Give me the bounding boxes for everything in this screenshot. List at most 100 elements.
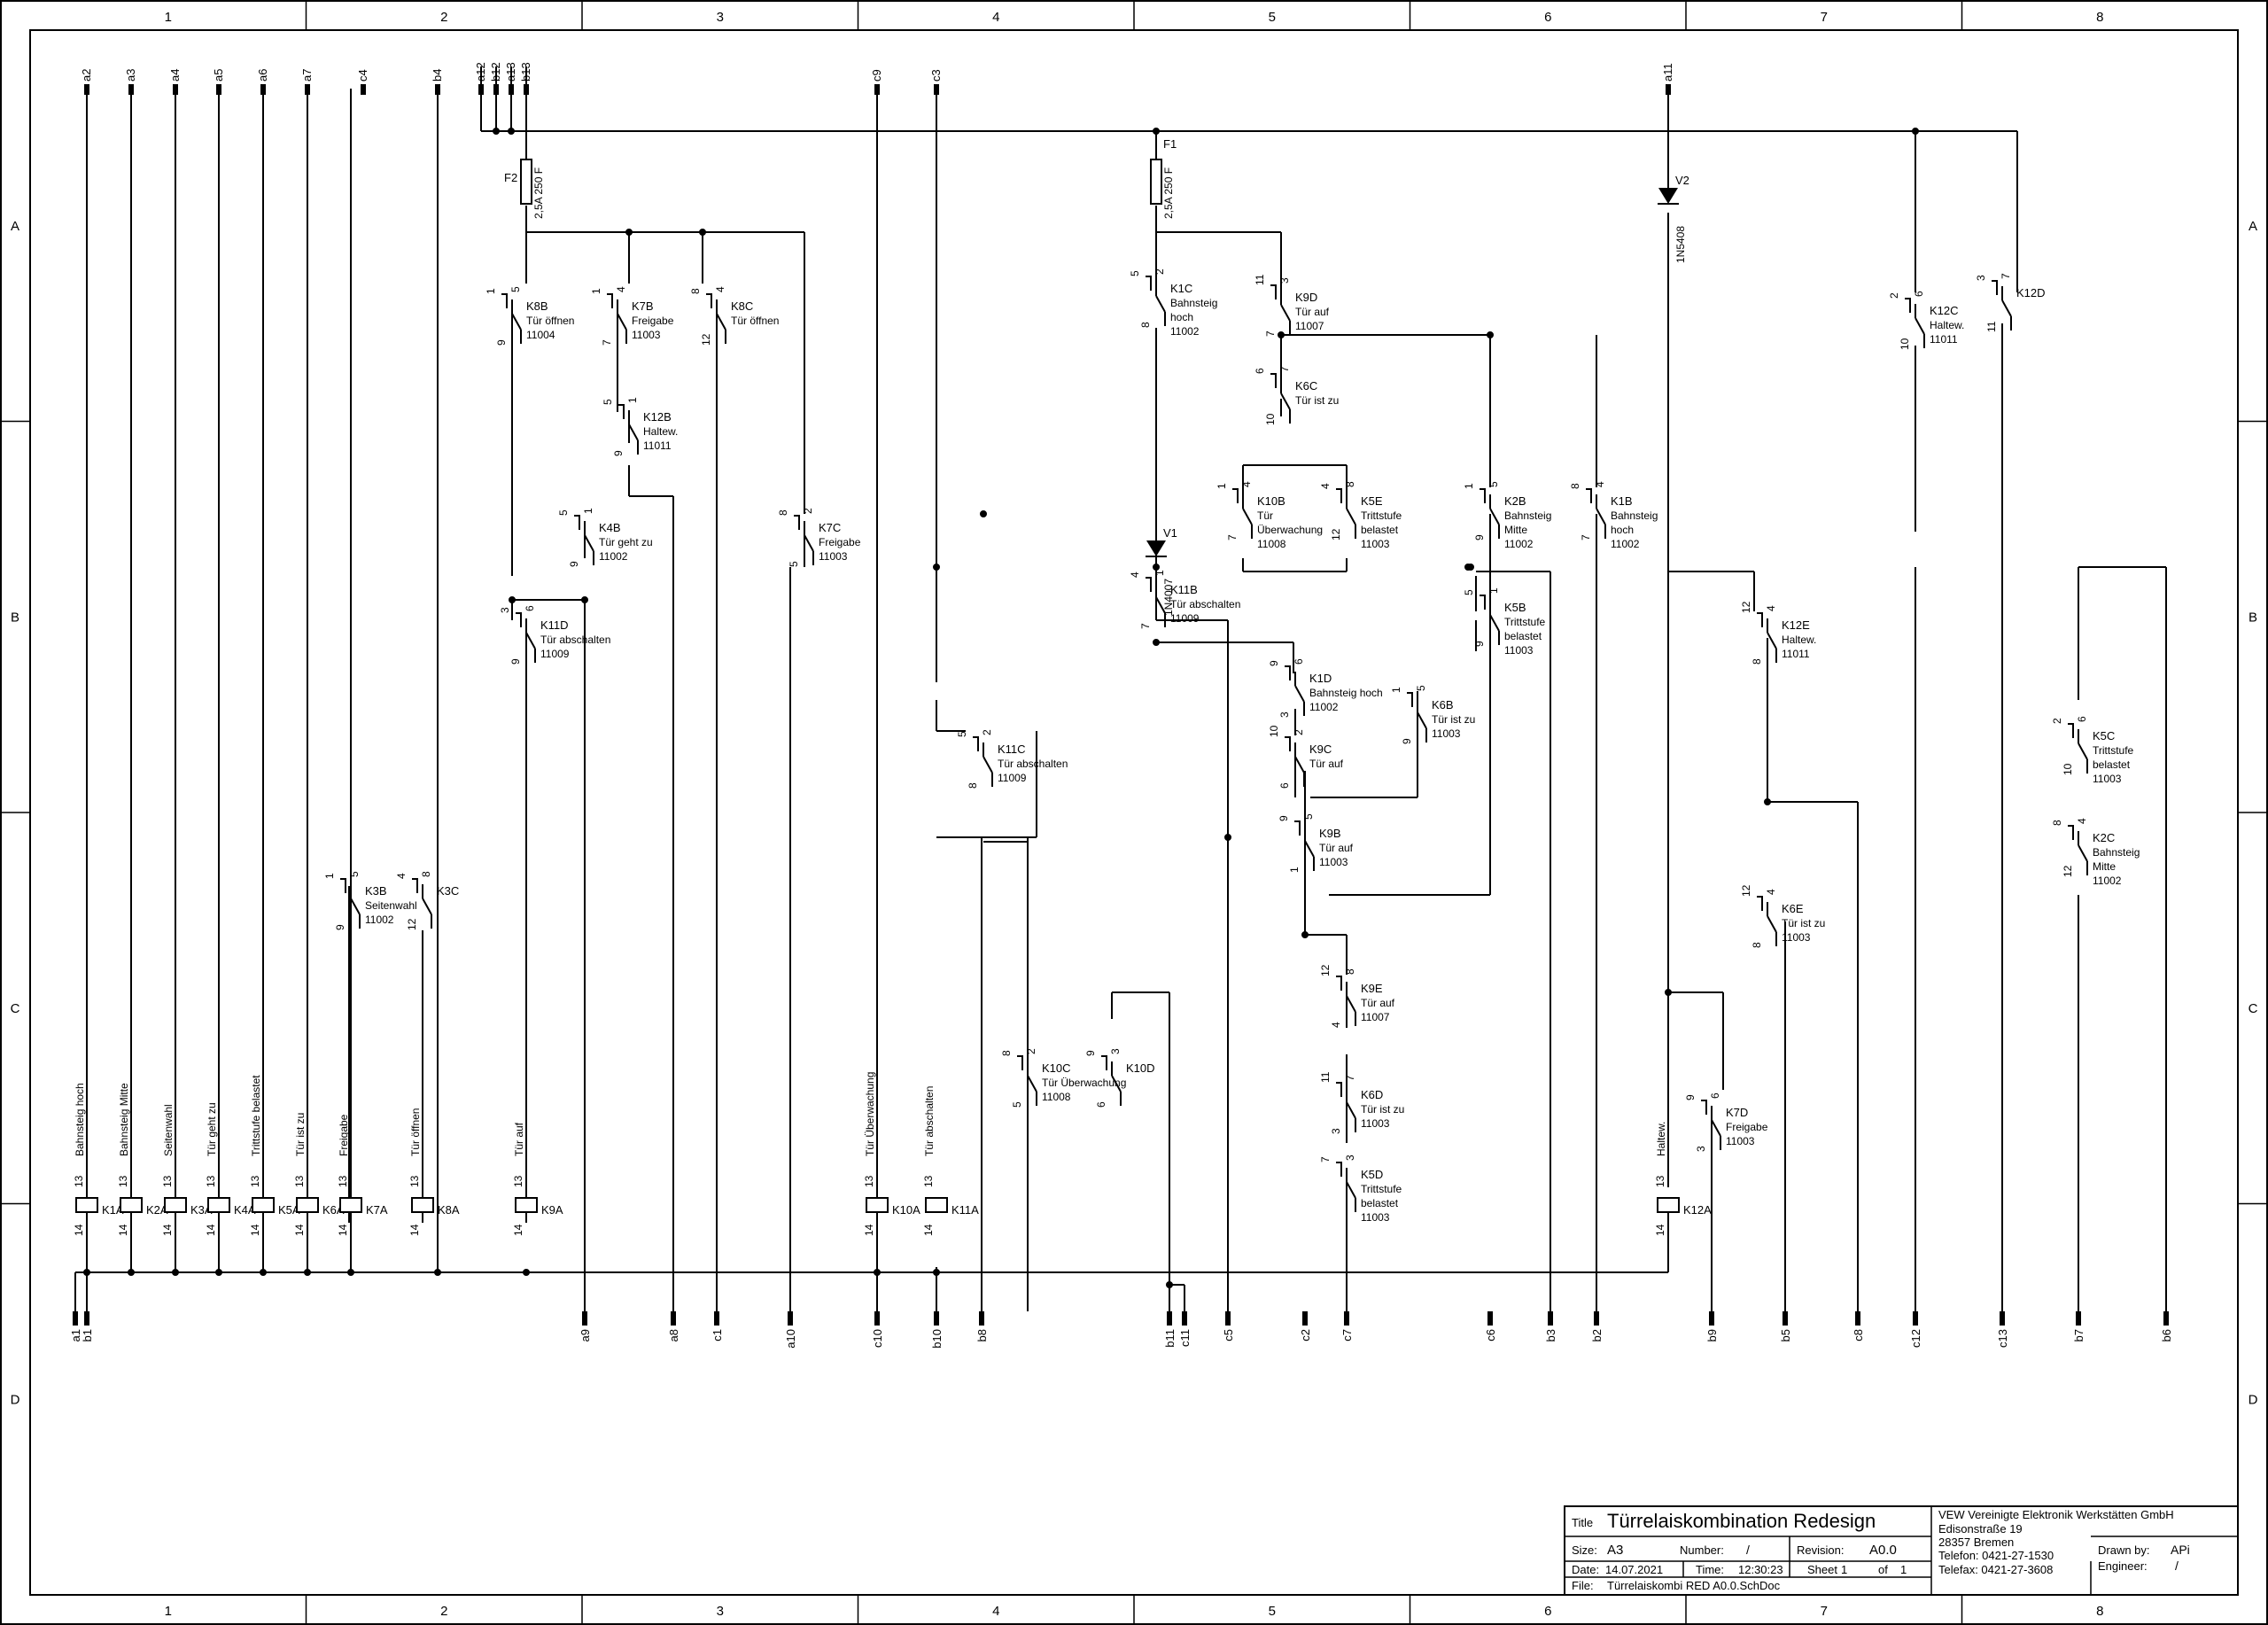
contact-pin: 4 <box>1240 481 1253 487</box>
column-marker-bottom: 4 <box>992 1604 999 1619</box>
contact-ref: K6B <box>1432 698 1454 711</box>
coil-label: Trittstufe belastet <box>250 1075 262 1156</box>
coil-pin: 14 <box>293 1224 306 1236</box>
contact-pin: 4 <box>1765 605 1777 611</box>
coil-pin: 14 <box>73 1224 85 1236</box>
coil-label: Bahnsteig hoch <box>74 1083 86 1156</box>
contact-ref: K1D <box>1309 672 1332 685</box>
coil-pin: 13 <box>293 1175 306 1187</box>
column-marker-bottom: 7 <box>1821 1604 1828 1619</box>
diode-type: 1N5408 <box>1674 226 1687 263</box>
terminal-label: a4 <box>168 69 182 82</box>
coil-pin: 13 <box>408 1175 421 1187</box>
column-marker-top: 7 <box>1821 10 1828 25</box>
contact-pin: 5 <box>788 561 800 567</box>
contact-label: Seitenwahl <box>365 899 417 912</box>
contact-pin: 1 <box>626 397 639 403</box>
contact-ref: K9D <box>1295 291 1317 304</box>
coil-ref: K2A <box>146 1203 168 1217</box>
contact-sheet-ref: 11003 <box>1361 1117 1390 1130</box>
coil-label: Tür abschalten <box>923 1086 936 1156</box>
contact-pin: 6 <box>1278 782 1291 789</box>
coil-pin: 14 <box>408 1224 421 1236</box>
contact-pin: 7 <box>1226 534 1239 540</box>
terminal-label: a8 <box>667 1329 680 1341</box>
contact-pin: 7 <box>601 339 613 346</box>
fuse-F1: F12,5A 250 F <box>1150 137 1177 219</box>
contact-pin: 5 <box>602 399 614 405</box>
contact-label: Trittstufe <box>1504 616 1546 628</box>
diode-ref: V1 <box>1163 526 1177 540</box>
contact-ref: K12E <box>1782 618 1810 632</box>
contact-label: Bahnsteig <box>1611 509 1658 522</box>
coil-label: Freigabe <box>338 1114 350 1156</box>
contact-label: Überwachung <box>1257 524 1323 536</box>
contact-sheet-ref: 11003 <box>1361 1211 1390 1224</box>
contact-pin: 9 <box>1473 641 1486 647</box>
coil-pin: 13 <box>863 1175 875 1187</box>
terminal-bottom-c6: c6 <box>1484 1311 1497 1341</box>
contact-ref: K8B <box>526 299 548 313</box>
row-marker-left: B <box>11 610 19 625</box>
contact-pin: 5 <box>557 509 570 516</box>
contact-pin: 10 <box>1264 413 1277 425</box>
contact-pin: 12 <box>1319 964 1332 976</box>
contact-ref: K10B <box>1257 494 1285 508</box>
terminal-label: b6 <box>2160 1329 2173 1341</box>
column-marker-bottom: 5 <box>1269 1604 1276 1619</box>
row-marker-right: D <box>2249 1392 2258 1407</box>
terminal-bottom-c5: c5 <box>1222 1311 1235 1341</box>
junction-dot <box>509 596 516 603</box>
contact-sheet-ref: 11004 <box>526 329 555 341</box>
junction-dot <box>172 1269 179 1276</box>
contact-pin: 5 <box>509 286 522 292</box>
contact-ref: K5D <box>1361 1168 1383 1181</box>
contact-pin: 9 <box>495 339 508 346</box>
contact-label: Tür auf <box>1309 758 1344 770</box>
terminal-label: c5 <box>1222 1329 1235 1341</box>
company-phone: Telefon: 0421-27-1530 <box>1938 1549 2054 1562</box>
terminal-label: b13 <box>519 62 532 82</box>
terminal-bottom-b1: b1 <box>81 1311 94 1341</box>
terminal-label: b7 <box>2072 1329 2085 1341</box>
contact-label: Freigabe <box>632 315 674 327</box>
coil-label: Tür öffnen <box>409 1108 422 1156</box>
contact-pin: 8 <box>1751 942 1763 948</box>
coil-label: Haltew. <box>1655 1122 1667 1156</box>
terminal-label: c13 <box>1996 1329 2009 1348</box>
terminal-bottom-b9: b9 <box>1705 1311 1719 1341</box>
terminal-top-a13: a13 <box>504 62 517 95</box>
terminal-top-a5: a5 <box>212 69 225 95</box>
company-city: 28357 Bremen <box>1938 1536 2014 1549</box>
contact-sheet-ref: 11008 <box>1042 1091 1071 1103</box>
terminal-label: c1 <box>711 1329 724 1341</box>
contact-pin: 5 <box>1011 1101 1023 1108</box>
contact-sheet-ref: 11003 <box>1432 727 1461 740</box>
contact-label: Haltew. <box>643 425 678 438</box>
row-marker-right: B <box>2249 610 2257 625</box>
contact-pin: 7 <box>1344 1075 1356 1081</box>
column-marker-top: 8 <box>2096 10 2103 25</box>
contact-ref: K5C <box>2093 729 2115 743</box>
coil-pin: 13 <box>1654 1175 1666 1187</box>
terminal-label: a13 <box>504 62 517 82</box>
number-label: Number: <box>1680 1543 1724 1557</box>
terminal-bottom-c8: c8 <box>1852 1311 1865 1341</box>
contact-pin: 6 <box>1293 658 1305 665</box>
contact-pin: 7 <box>1264 330 1277 337</box>
